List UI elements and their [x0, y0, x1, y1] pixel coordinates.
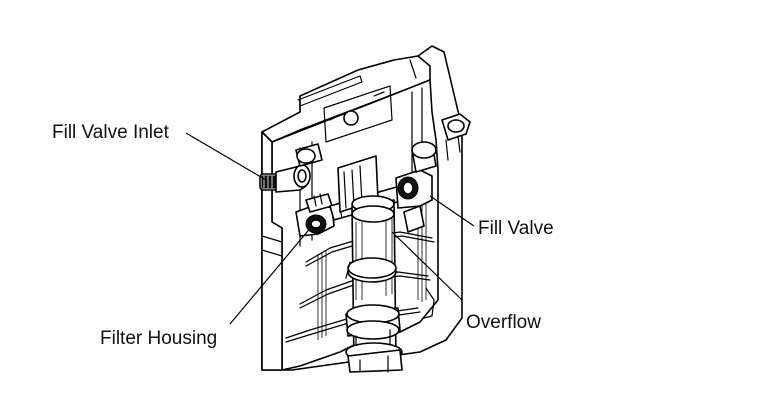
fill-valve-part: [395, 113, 471, 233]
label-filter-housing: Filter Housing: [100, 328, 217, 349]
leader-filter-housing: [229, 225, 313, 325]
fill-valve-inlet-part: [259, 143, 323, 193]
leader-fill-valve: [429, 195, 475, 227]
label-fill-valve-inlet: Fill Valve Inlet: [52, 122, 170, 143]
leader-fill-valve-inlet: [185, 132, 267, 181]
label-fill-valve: Fill Valve: [478, 218, 554, 239]
leader-overflow: [391, 231, 463, 301]
overflow-part: [337, 155, 403, 373]
leader-lines: [185, 132, 475, 325]
label-overflow: Overflow: [466, 312, 541, 333]
